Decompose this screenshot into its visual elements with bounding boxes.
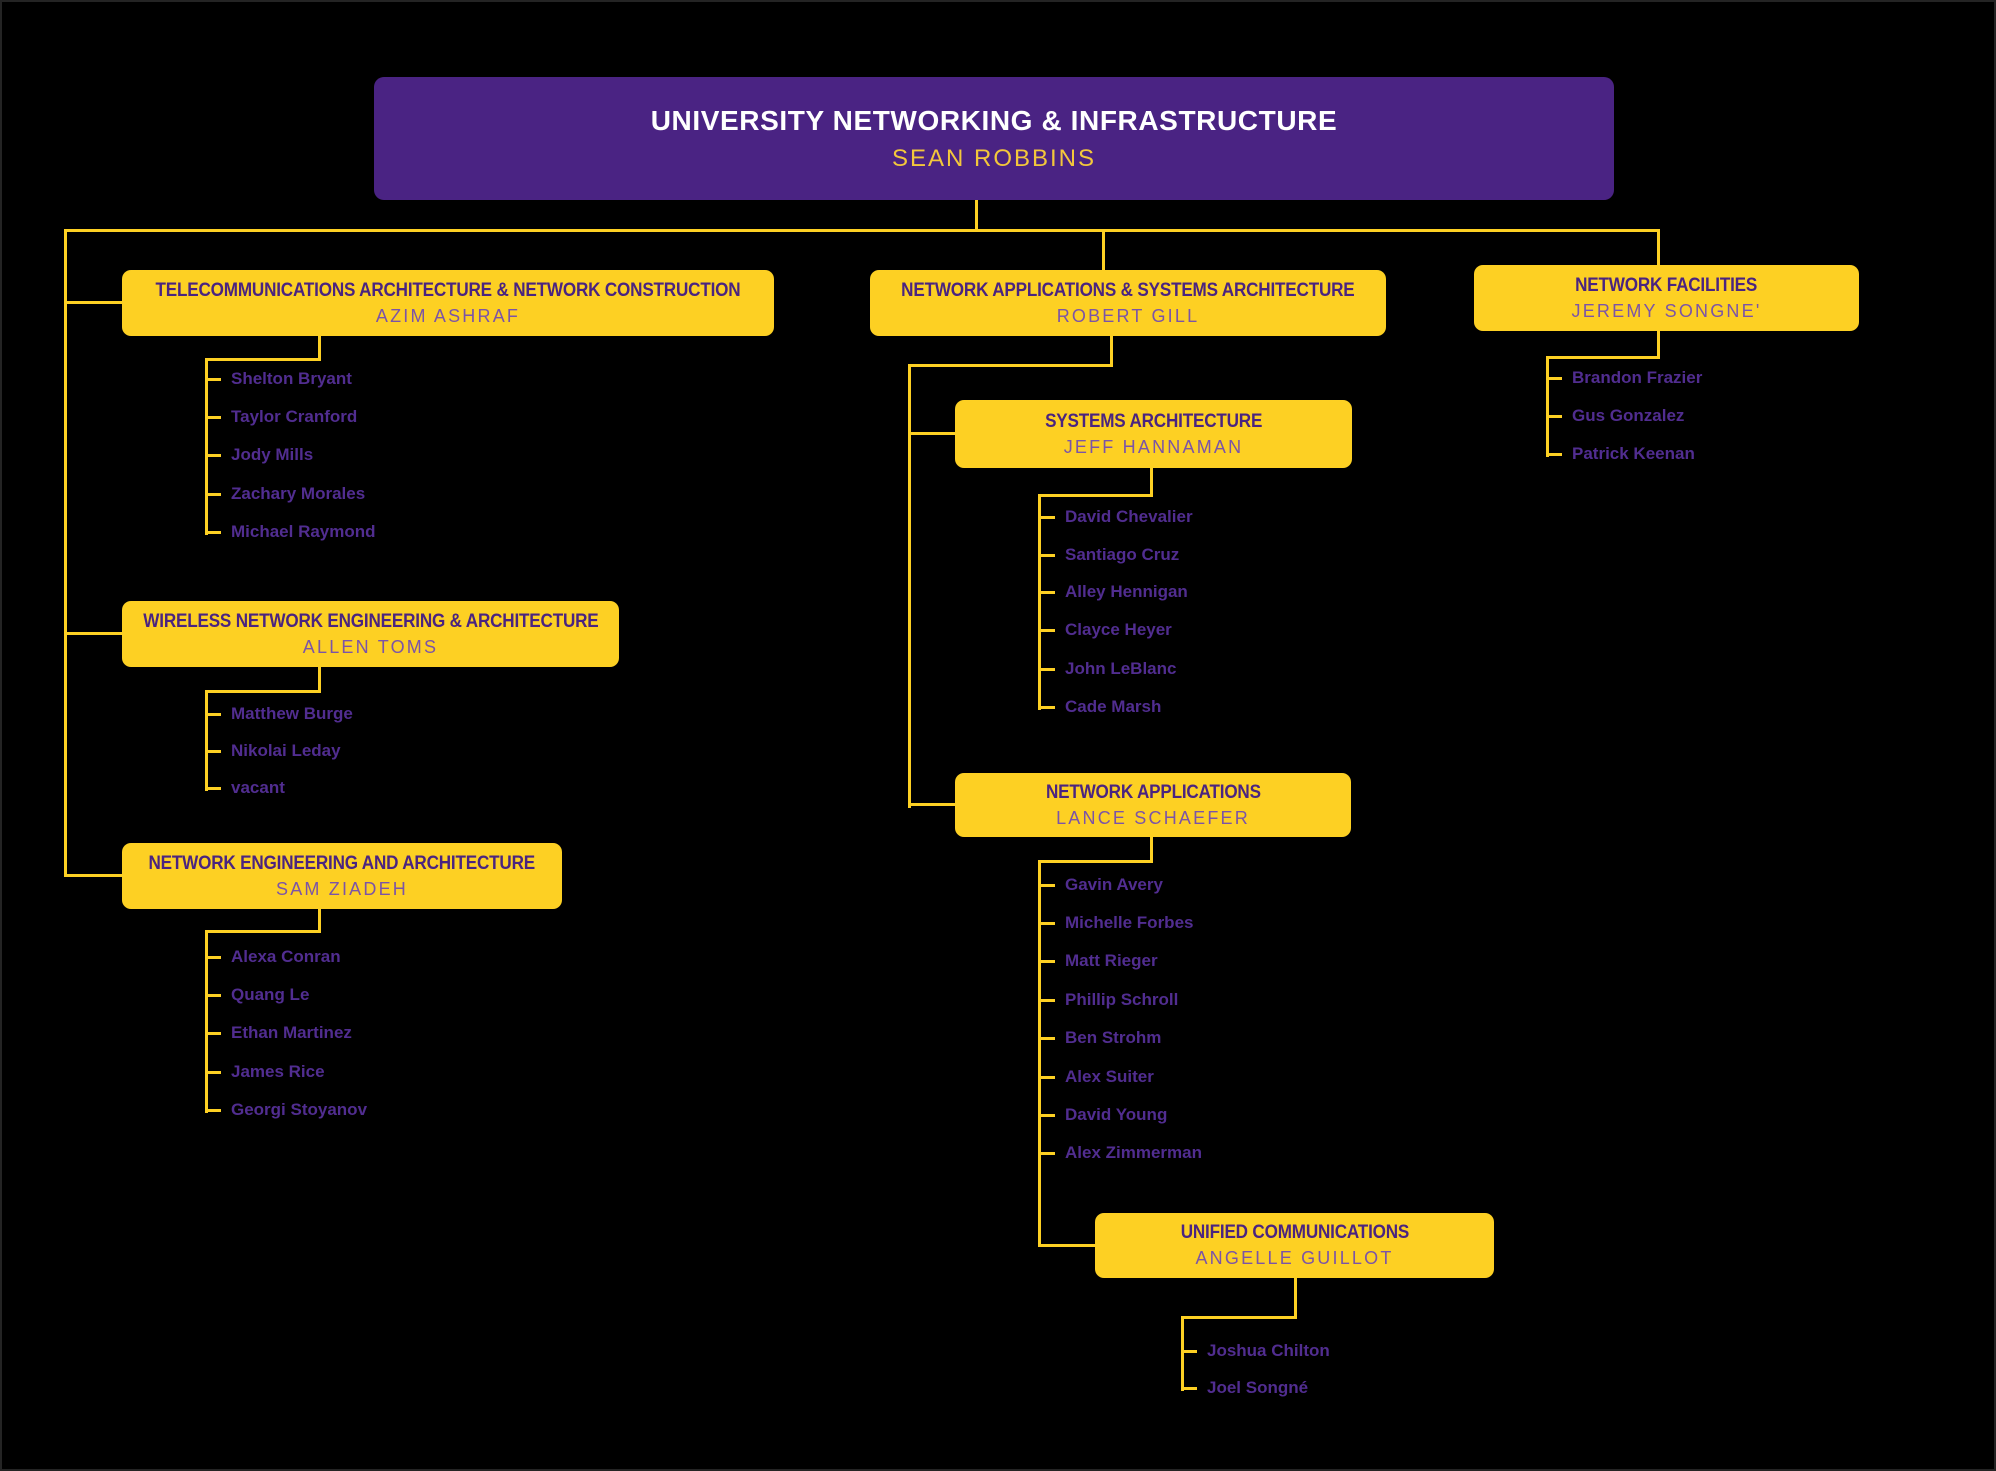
member-name: Gavin Avery [1039, 875, 1163, 894]
dept-title: TELECOMMUNICATIONS ARCHITECTURE & NETWOR… [155, 279, 741, 301]
connector-stub-telecom [64, 301, 122, 304]
connector-neteng-rail [205, 930, 208, 1113]
connector-neteng-elbow [205, 930, 321, 933]
connector-stub-wireless [64, 632, 122, 635]
connector-netfac-exit [1657, 331, 1660, 356]
root-title: UNIVERSITY NETWORKING & INFRASTRUCTURE [650, 104, 1338, 136]
dept-box-sysarch: SYSTEMS ARCHITECTURE JEFF HANNAMAN [955, 400, 1352, 468]
connector-unified-exit [1294, 1278, 1297, 1316]
connector-netfac-rail [1546, 356, 1549, 457]
member-name: David Chevalier [1039, 507, 1193, 526]
dept-title: NETWORK ENGINEERING AND ARCHITECTURE [148, 852, 536, 874]
connector-netapps-elbow [1038, 860, 1153, 863]
connector-mid-vertical [908, 364, 911, 808]
dept-box-unified: UNIFIED COMMUNICATIONS ANGELLE GUILLOT [1095, 1213, 1494, 1278]
connector-netapps-rail [1038, 860, 1041, 1247]
connector-wireless-elbow [205, 690, 321, 693]
member-name: vacant [205, 778, 285, 797]
member-name: James Rice [205, 1062, 325, 1081]
connector-sysarch-exit [1150, 468, 1153, 494]
connector-left-drop [64, 229, 67, 877]
member-name: Ben Strohm [1038, 1028, 1162, 1047]
dept-box-telecom: TELECOMMUNICATIONS ARCHITECTURE & NETWOR… [122, 270, 774, 336]
connector-unified-elbow [1181, 1316, 1297, 1319]
member-name: Joel Songné [1180, 1378, 1309, 1397]
member-name: Clayce Heyer [1039, 620, 1172, 639]
connector-robertgill-exit [1110, 336, 1113, 364]
dept-title: WIRELESS NETWORK ENGINEERING & ARCHITECT… [142, 610, 599, 632]
dept-box-neteng: NETWORK ENGINEERING AND ARCHITECTURE SAM… [122, 843, 562, 909]
connector-telecom-rail [205, 358, 208, 535]
connector-unified-rail [1181, 1316, 1184, 1391]
connector-netapps-exit [1150, 837, 1153, 860]
member-name: John LeBlanc [1038, 659, 1177, 678]
member-name: Alley Hennigan [1039, 582, 1188, 601]
member-name: Alex Suiter [1039, 1067, 1154, 1086]
connector-sysarch-rail [1038, 494, 1041, 710]
dept-manager: JEFF HANNAMAN [1063, 436, 1244, 457]
connector-stub-sysarch [908, 432, 955, 435]
member-name: Brandon Frazier [1545, 368, 1703, 387]
connector-robertgill-elbow [908, 364, 1113, 367]
connector-unified-elbow-in [1038, 1244, 1095, 1247]
connector-elbow-neteng [64, 874, 122, 877]
member-name: Michelle Forbes [1038, 913, 1194, 932]
connector-root-drop [975, 200, 978, 229]
root-box: UNIVERSITY NETWORKING & INFRASTRUCTURE S… [374, 77, 1614, 200]
member-name: Matthew Burge [205, 704, 353, 723]
connector-wireless-rail [205, 690, 208, 791]
dept-title: NETWORK APPLICATIONS [1045, 781, 1261, 803]
connector-wireless-exit [318, 667, 321, 690]
member-name: David Young [1038, 1105, 1168, 1124]
connector-netfac-elbow [1546, 356, 1660, 359]
member-name: Taylor Cranford [204, 407, 358, 426]
member-name: Santiago Cruz [1038, 545, 1180, 564]
dept-box-netapps: NETWORK APPLICATIONS LANCE SCHAEFER [955, 773, 1351, 837]
dept-box-netfac: NETWORK FACILITIES JEREMY SONGNE' [1474, 265, 1859, 331]
member-name: Georgi Stoyanov [204, 1100, 368, 1119]
dept-manager: JEREMY SONGNE' [1571, 300, 1762, 321]
member-name: Patrick Keenan [1546, 444, 1695, 463]
dept-title: NETWORK APPLICATIONS & SYSTEMS ARCHITECT… [901, 279, 1355, 301]
connector-telecom-elbow [205, 358, 321, 361]
connector-sysarch-elbow [1038, 494, 1153, 497]
member-name: Alex Zimmerman [1039, 1143, 1202, 1162]
member-name: Ethan Martinez [205, 1023, 352, 1042]
member-name: Michael Raymond [205, 522, 376, 541]
member-name: Gus Gonzalez [1545, 406, 1685, 425]
member-name: Shelton Bryant [205, 369, 352, 388]
connector-elbow-netapps [908, 803, 955, 806]
dept-box-wireless: WIRELESS NETWORK ENGINEERING & ARCHITECT… [122, 601, 619, 667]
member-name: Cade Marsh [1038, 697, 1162, 716]
dept-title: NETWORK FACILITIES [1575, 274, 1758, 296]
connector-neteng-exit [318, 909, 321, 930]
dept-manager: LANCE SCHAEFER [1056, 807, 1250, 828]
member-name: Alexa Conran [205, 947, 341, 966]
dept-title: UNIFIED COMMUNICATIONS [1180, 1222, 1409, 1243]
connector-telecom-exit [318, 336, 321, 358]
member-name: Jody Mills [204, 445, 314, 464]
dept-box-netappsys: NETWORK APPLICATIONS & SYSTEMS ARCHITECT… [870, 270, 1386, 336]
dept-manager: ANGELLE GUILLOT [1195, 1248, 1394, 1268]
dept-title: SYSTEMS ARCHITECTURE [1044, 410, 1263, 432]
dept-manager: AZIM ASHRAF [375, 305, 521, 326]
connector-right-drop [1657, 229, 1660, 265]
dept-manager: ALLEN TOMS [302, 636, 439, 657]
dept-manager: SAM ZIADEH [275, 878, 408, 899]
member-name: Matt Rieger [1039, 951, 1158, 970]
dept-manager: ROBERT GILL [1056, 305, 1200, 326]
member-name: Zachary Morales [204, 484, 366, 503]
connector-mid-drop [1102, 229, 1105, 270]
root-manager: SEAN ROBBINS [891, 144, 1097, 172]
member-name: Quang Le [204, 985, 310, 1004]
member-name: Nikolai Leday [205, 741, 341, 760]
member-name: Phillip Schroll [1038, 990, 1179, 1009]
connector-top-rail [64, 229, 1660, 232]
member-name: Joshua Chilton [1181, 1341, 1330, 1360]
